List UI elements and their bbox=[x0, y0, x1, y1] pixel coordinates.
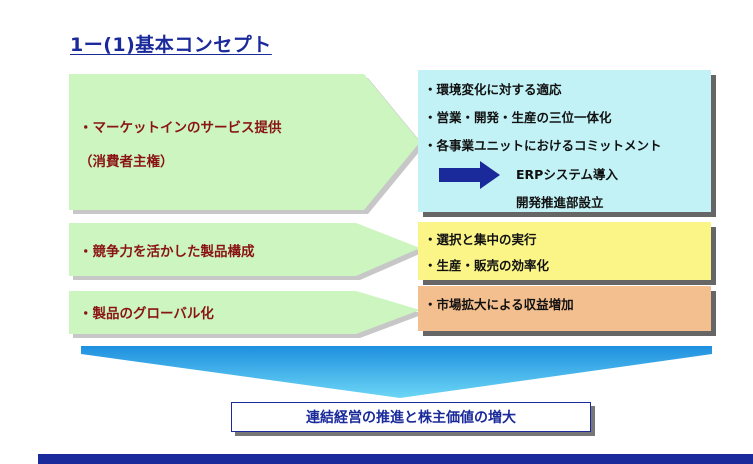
concept-label-2: ・競争力を活かした製品構成 bbox=[79, 244, 255, 260]
effect-box-2 bbox=[418, 222, 711, 280]
effect-line: ・営業・開発・生産の三位一体化 bbox=[424, 110, 612, 125]
effect-line: ・生産・販売の効率化 bbox=[424, 258, 550, 273]
arrow-result-line: 開発推進部設立 bbox=[516, 195, 604, 210]
bottom-divider bbox=[38, 454, 753, 464]
effect-box-1 bbox=[418, 70, 711, 212]
arrow-result-line: ERPシステム導入 bbox=[516, 167, 618, 182]
effect-line: ・選択と集中の実行 bbox=[424, 232, 537, 247]
effect-line: ・各事業ユニットにおけるコミットメント bbox=[424, 138, 662, 153]
effect-line: ・市場拡大による収益増加 bbox=[424, 297, 574, 312]
concept-arrow-1 bbox=[69, 74, 420, 210]
page-title: 1ー(1)基本コンセプト bbox=[70, 34, 272, 56]
result-text: 連結経営の推進と株主価値の増大 bbox=[306, 410, 516, 426]
right-arrow-icon bbox=[439, 161, 500, 189]
result-box: 連結経営の推進と株主価値の増大 bbox=[231, 402, 591, 432]
concept-arrow-3 bbox=[69, 291, 420, 334]
funnel-shape bbox=[81, 346, 712, 398]
concept-sublabel-1: （消費者主権） bbox=[79, 154, 174, 170]
concept-arrow-2 bbox=[69, 223, 420, 276]
effect-box-3 bbox=[418, 286, 711, 331]
effect-line: ・環境変化に対する適応 bbox=[424, 82, 562, 97]
concept-label-3: ・製品のグローバル化 bbox=[79, 306, 214, 322]
concept-label-1: ・マーケットインのサービス提供 bbox=[79, 120, 282, 136]
